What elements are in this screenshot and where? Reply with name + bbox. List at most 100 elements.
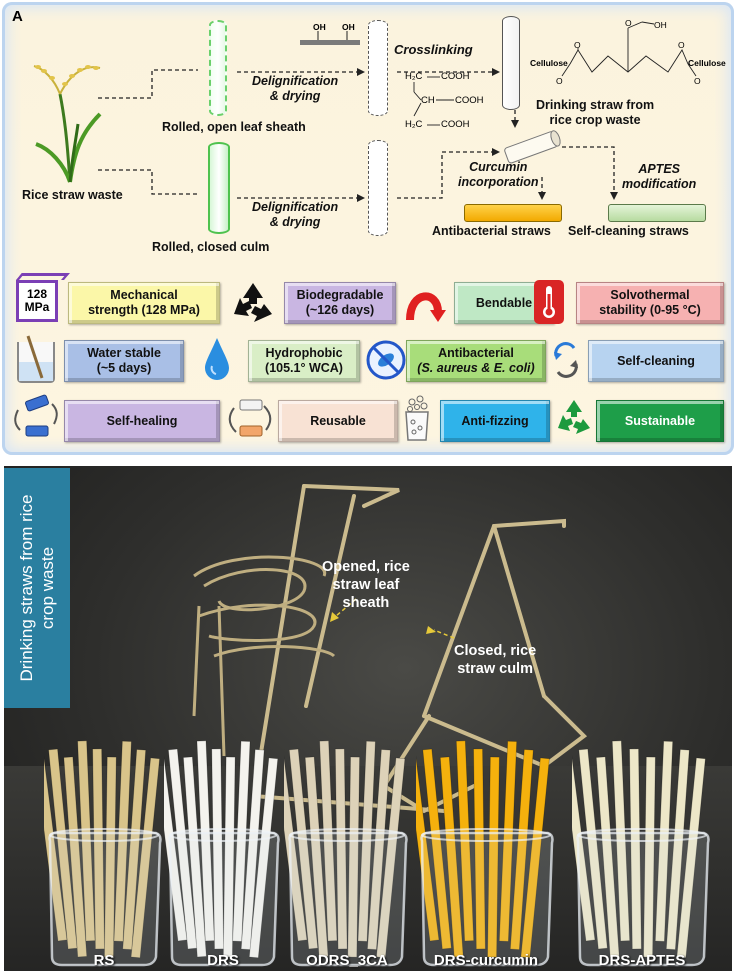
straw [304,756,329,958]
biodegradable-card: Biodegradable(~126 days) [284,282,396,324]
beaker-4-drawing [404,740,554,967]
beaker-rim [289,828,405,842]
straw [487,756,500,958]
cube-top-edge [16,273,70,280]
straw [63,756,88,958]
beaker-rim [169,828,277,842]
refresh-cycle-icon [554,342,578,378]
bendable-arrow-icon [406,292,446,322]
beaker-glass [288,831,408,967]
beaker-3-drawing [272,740,408,967]
self-cleaning-straw-icon [608,204,706,222]
beaker-4: DRS-curcumin [404,721,556,971]
straw [240,749,265,951]
panel-a: A Rice straw waste [2,2,734,455]
straw [288,748,319,950]
beaker-glass [420,831,554,967]
open-leaf-sheath-label: Rolled, open leaf sheath [162,120,306,134]
straw [122,749,147,951]
side-banner: Drinking straws from rice crop waste [4,468,70,708]
straw [595,756,620,958]
beaker-label: ODRS_3CA [306,952,388,969]
beaker-label: DRS [207,952,239,969]
straw [665,749,690,951]
beaker-water-icon [17,335,55,383]
delignified-tube-bottom [368,140,388,236]
straw [509,749,534,951]
straw [367,749,391,951]
straw [104,756,117,958]
straw [439,756,464,958]
beaker-glass [48,831,162,967]
beaker-rim [421,828,551,842]
crosslinked-tube [502,16,520,110]
self-healing-card: Self-healing [64,400,220,442]
straw [376,757,406,959]
straw [48,748,78,950]
no-bacteria-icon [366,340,406,380]
panel-b-photo: B Drinking straws from rice crop waste [4,466,732,971]
antibacterial-straws-label: Antibacterial straws [432,224,551,238]
panel-a-letter: A [12,8,23,25]
water-drop-icon [205,338,229,380]
delignification-bottom-label: Delignification& drying [252,200,339,229]
straw [422,748,452,950]
product-straw [504,130,561,164]
self-cleaning-straws-label: Self-cleaning straws [568,224,689,238]
straw [347,756,360,958]
straw [676,757,706,959]
antibacterial-card: Antibacterial(S. aureus & E. coli) [406,340,546,382]
straw [334,748,348,950]
beaker-label: RS [93,952,115,969]
straw [248,757,279,959]
straw [182,756,207,958]
straw [643,756,656,958]
hydroxyl-surface-bar [300,40,360,45]
hydrophobic-card: Hydrophobic(105.1° WCA) [248,340,360,382]
oh-bonds [317,31,348,40]
beaker-1: RS [32,721,164,971]
crosslinked-ester-structure: Cellulose Cellulose O OH O O O O [530,18,726,86]
rice-plant-icon [33,65,102,183]
delignified-tube-top [368,20,388,116]
sustainable-card: Sustainable [596,400,724,442]
beaker-glass [576,831,710,967]
recycle-biodegradable-icon [234,283,272,322]
rice-straw-waste-label: Rice straw waste [22,188,123,202]
beaker-rim [49,828,159,842]
flow-connectors [98,68,618,202]
antibacterial-straw-icon [464,204,562,222]
closed-culm-tube [208,142,230,234]
straw [222,756,236,958]
open-leaf-sheath-tube [209,20,227,116]
beaker-2: DRS [152,721,282,971]
delignification-top-label: Delignification& drying [252,74,339,103]
fizzing-cup-icon [405,395,429,441]
straw [167,748,198,950]
straw [629,748,642,950]
closed-culm-label: Rolled, closed culm [152,240,270,254]
straw [473,748,486,950]
green-recycle-icon [558,400,590,434]
beaker-label: DRS-APTES [598,952,686,969]
straw [578,748,608,950]
beaker-glass [168,831,280,967]
reusable-icon [228,399,272,437]
straw [520,757,550,959]
beaker-1-drawing [32,740,162,967]
beaker-5-drawing [560,740,710,967]
anti-fizzing-card: Anti-fizzing [440,400,550,442]
beaker-label: DRS-curcumin [433,952,539,969]
beaker-rim [577,828,707,842]
beaker-2-drawing [152,740,280,967]
straw [92,748,105,950]
oh-left: OH [313,22,326,32]
crosslinking-label: Crosslinking [394,42,473,57]
reusable-card: Reusable [278,400,398,442]
